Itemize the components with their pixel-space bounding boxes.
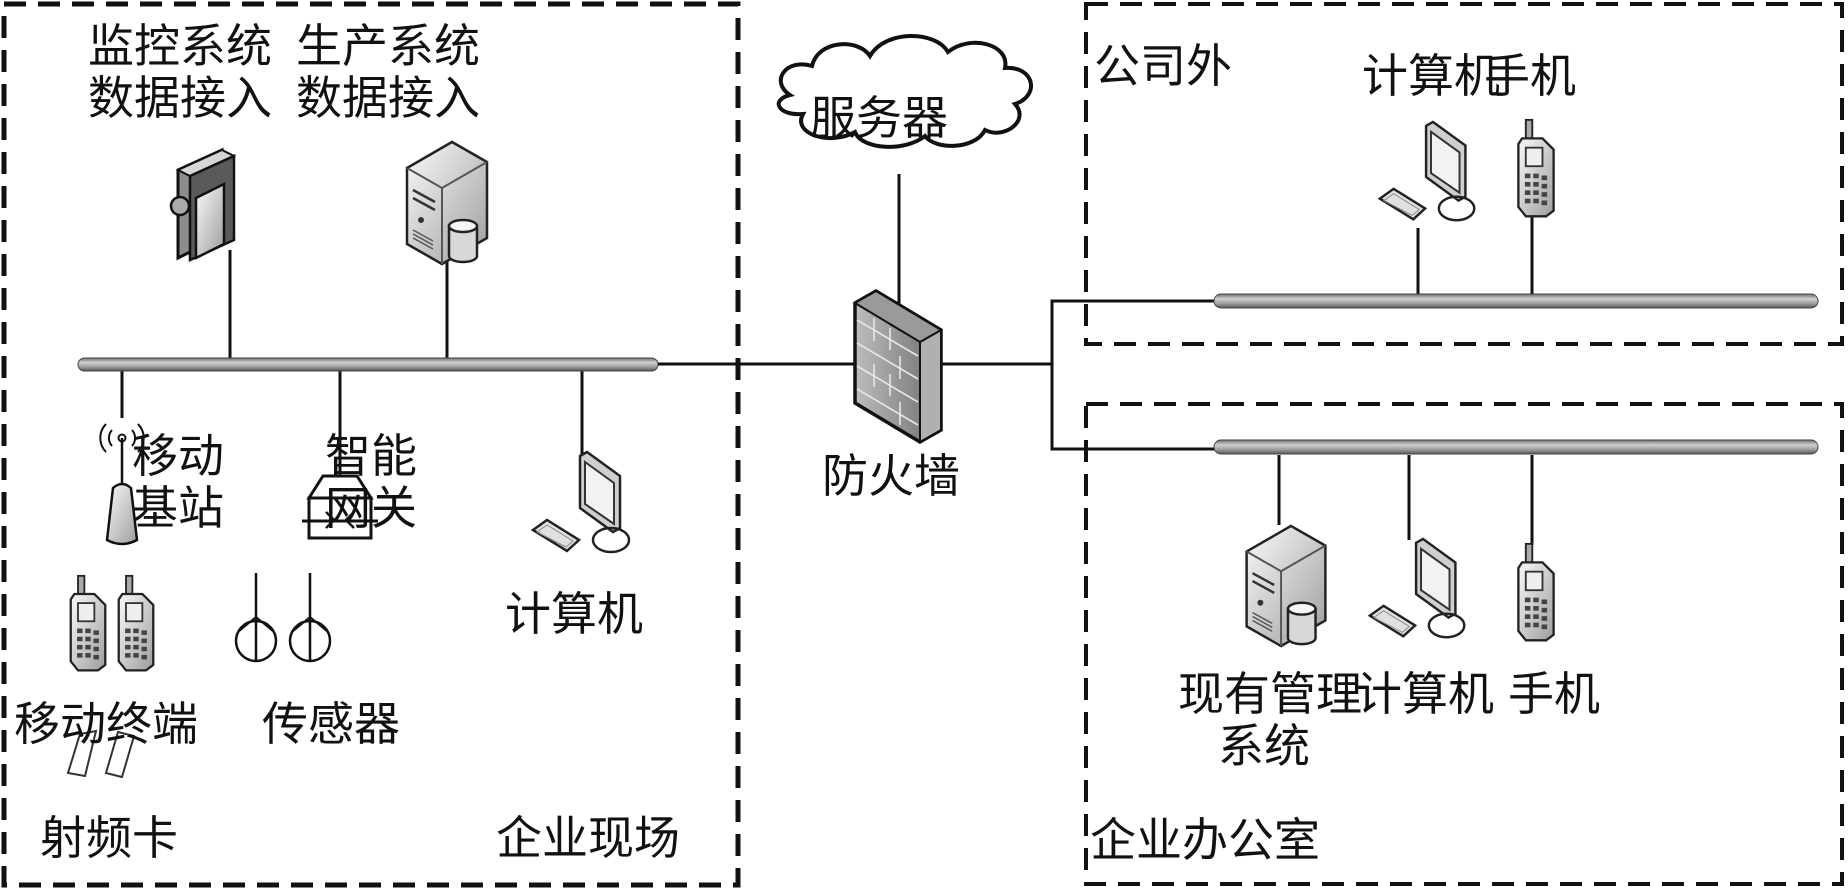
- handset-icon: [117, 574, 155, 672]
- gateway-label-line2: 网关: [325, 481, 417, 535]
- mgmt-system-label-line2: 系统: [1218, 719, 1310, 773]
- computer-icon: [531, 450, 631, 554]
- zone-outside-label: 公司外: [1094, 39, 1232, 93]
- server-icon: [1245, 524, 1327, 648]
- site-computer-label: 计算机: [505, 587, 643, 641]
- mgmt-system-label: 现有管理 系统: [1178, 668, 1362, 772]
- monitor-system-label-line1: 监控系统: [88, 19, 272, 73]
- sensor-icon: [288, 573, 332, 663]
- antenna-icon: [99, 423, 145, 546]
- mobile-phone-icon: [1517, 542, 1555, 642]
- rfid-card-icon: [66, 729, 136, 779]
- computer-icon: [1368, 537, 1466, 639]
- link-split: [1050, 299, 1218, 451]
- mobile-terminal-label: 移动终端: [14, 697, 198, 751]
- zone-site-label: 企业现场: [496, 811, 680, 865]
- mgmt-system-label-line1: 现有管理: [1178, 667, 1362, 721]
- video-camera-icon: [169, 147, 237, 262]
- office-bus: [1213, 439, 1819, 455]
- zone-site-border: [1, 1, 741, 888]
- monitor-system-label-line2: 数据接入: [88, 71, 272, 125]
- firewall-icon: [853, 288, 943, 445]
- gateway-label: 智能 网关: [325, 430, 417, 534]
- rf-card-label: 射频卡: [40, 811, 178, 865]
- server-cloud-label: 服务器: [810, 91, 948, 145]
- production-system-label-line2: 数据接入: [296, 71, 480, 125]
- zone-outside-border: [1084, 2, 1844, 346]
- base-station-label: 移动 基站: [132, 430, 224, 534]
- mobile-phone-icon: [1517, 118, 1555, 218]
- handset-icon: [69, 574, 107, 672]
- gateway-label-line1: 智能: [325, 429, 417, 483]
- computer-icon: [1378, 120, 1476, 222]
- monitor-system-label: 监控系统 数据接入: [88, 20, 272, 124]
- base-station-label-line2: 基站: [132, 481, 224, 535]
- gateway-icon: [302, 474, 378, 540]
- base-station-label-line1: 移动: [132, 429, 224, 483]
- office-computer-label: 计算机: [1356, 667, 1494, 721]
- firewall-label: 防火墙: [822, 449, 960, 503]
- outside-bus: [1213, 293, 1819, 309]
- zone-office-border: [1084, 402, 1844, 886]
- site-bus: [77, 357, 659, 372]
- office-phone-label: 手机: [1508, 667, 1600, 721]
- server-icon: [405, 140, 489, 266]
- production-system-label: 生产系统 数据接入: [296, 20, 480, 124]
- server-cloud-icon: [776, 34, 1033, 149]
- sensor-label: 传感器: [262, 697, 400, 751]
- outside-computer-label: 计算机: [1362, 49, 1500, 103]
- sensor-icon: [234, 573, 278, 663]
- production-system-label-line1: 生产系统: [296, 19, 480, 73]
- zone-office-label: 企业办公室: [1090, 813, 1320, 867]
- outside-phone-label: 手机: [1484, 49, 1576, 103]
